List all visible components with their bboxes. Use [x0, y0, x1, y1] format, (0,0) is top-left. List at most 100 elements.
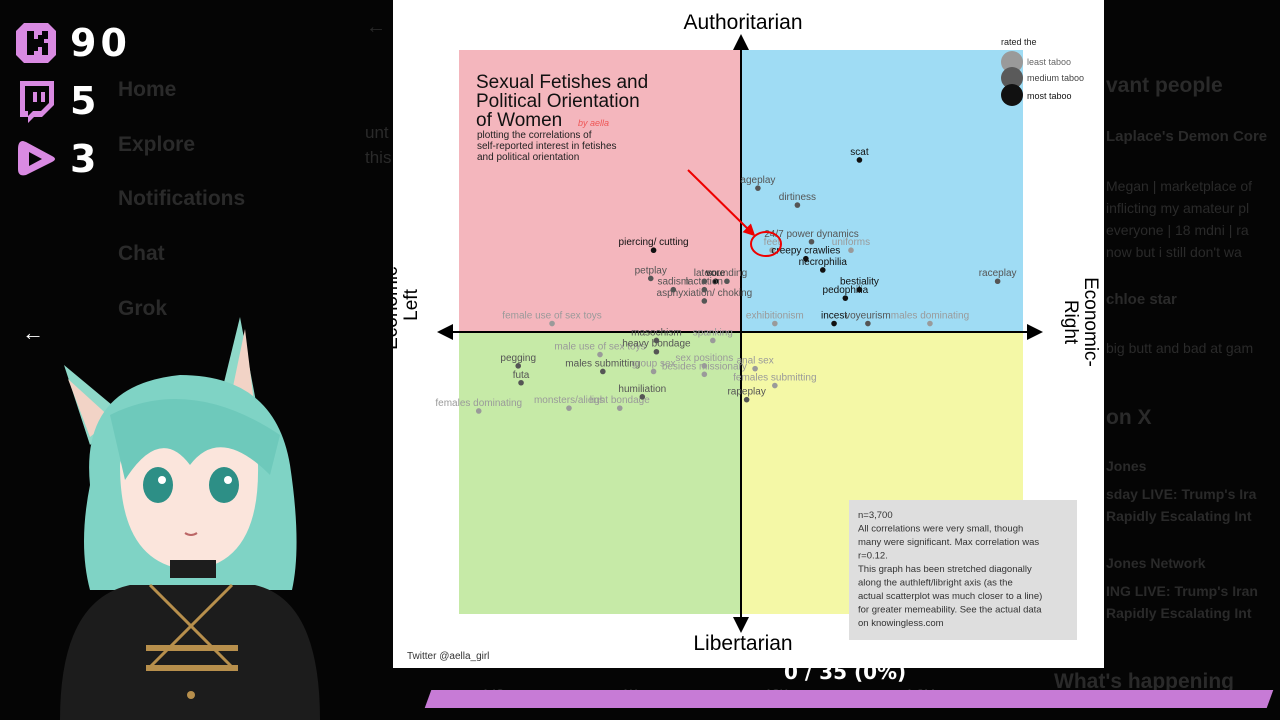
progress-fill [424, 690, 432, 708]
person-bio-1d: now but i still don't wa [1106, 244, 1242, 260]
data-label: piercing/ cutting [619, 237, 689, 248]
twitter-credit: Twitter @aella_girl [407, 651, 489, 662]
note-line: This graph has been stretched diagonally [858, 564, 1032, 575]
data-label: group sex [632, 358, 676, 369]
data-point [712, 278, 719, 285]
trend-name-2[interactable]: Jones Network [1106, 555, 1206, 571]
byline: by aella [578, 118, 609, 128]
data-label: females dominating [435, 398, 522, 409]
subtitle-line-2: self-reported interest in fetishes [477, 141, 617, 152]
twitch-icon [20, 81, 54, 123]
data-point [743, 396, 750, 403]
data-point [701, 286, 708, 293]
nav-home[interactable]: Home [118, 78, 177, 101]
data-label: uniforms [832, 237, 870, 248]
title-line-3: of Women [476, 110, 562, 131]
back-arrow-icon[interactable]: ← [22, 320, 44, 345]
title-line-1: Sexual Fetishes and [476, 72, 648, 93]
data-label: asphyxiation/ choking [657, 288, 753, 299]
data-point [701, 278, 708, 285]
back-arrow-bg[interactable]: ← [366, 16, 386, 38]
chart-title: Sexual Fetishes and Political Orientatio… [476, 72, 648, 131]
data-point [701, 363, 708, 369]
data-point [819, 267, 826, 273]
trend-text-2a: ING LIVE: Trump's Iran [1106, 583, 1258, 599]
data-label: necrophilia [799, 257, 848, 268]
red-annotation-arrow [687, 169, 756, 237]
data-point [653, 337, 660, 344]
political-compass-chart: Authoritarian Libertarian Economic-Left … [393, 0, 1104, 668]
on-x-heading: on X [1106, 406, 1152, 429]
data-point [842, 295, 849, 301]
youtube-play-icon [18, 141, 55, 176]
data-label: futa [513, 370, 530, 381]
data-label: exhibitionism [746, 311, 804, 322]
post-text-1: unt [365, 123, 389, 142]
nav-explore[interactable]: Explore [118, 133, 196, 156]
note-line: All correlations were very small, though [858, 524, 1023, 535]
notes-box [849, 500, 1077, 640]
data-label: creepy crawlies [771, 246, 840, 257]
data-point [769, 247, 775, 254]
data-point [600, 368, 606, 375]
data-label: females submitting [733, 373, 816, 384]
progress-bar [424, 690, 1274, 708]
data-point [670, 286, 677, 293]
nav-chat[interactable]: Chat [118, 242, 165, 265]
data-label: female use of sex toys [502, 311, 602, 322]
trend-text-2b: Rapidly Escalating Int [1106, 605, 1252, 621]
data-label: bestiality [840, 277, 879, 288]
data-point [865, 320, 871, 327]
axis-label-bottom: Libertarian [693, 632, 792, 655]
nav-notifications[interactable]: Notifications [118, 187, 246, 210]
whats-happening-heading: What's happening [1054, 670, 1234, 693]
data-label: male use of sex toys [554, 342, 645, 353]
data-point [653, 348, 660, 355]
legend-swatch-most [1001, 84, 1023, 106]
vtuber-avatar [60, 317, 320, 720]
trend-text-1b: Rapidly Escalating Int [1106, 508, 1252, 524]
person-name-2[interactable]: chloe star [1106, 291, 1177, 308]
relevant-heading: vant people [1106, 74, 1223, 97]
data-point [616, 405, 623, 411]
quadrant-auth-right [741, 50, 1023, 332]
data-point [808, 238, 815, 245]
data-label: sex positions [675, 353, 733, 364]
nav-grok[interactable]: Grok [118, 297, 168, 320]
data-point [650, 368, 657, 375]
data-point [724, 278, 730, 285]
data-label: petplay [635, 265, 667, 276]
legend-label-most: most taboo [1027, 91, 1072, 101]
data-point [515, 363, 522, 369]
data-label: masochism [631, 327, 682, 338]
data-label: dirtiness [779, 192, 816, 203]
data-label: voyeurism [845, 311, 891, 322]
person-name-1[interactable]: Laplace's Demon Core [1106, 128, 1268, 145]
data-label: 24/7 power dynamics [764, 229, 859, 240]
note-line: r=0.12. [858, 551, 888, 562]
kick-count: 90 [70, 21, 131, 65]
data-point [710, 337, 716, 344]
data-point [772, 382, 778, 389]
data-point [639, 394, 646, 400]
person-bio-1c: everyone | 18 mdni | ra [1106, 222, 1249, 238]
legend-label-least: least taboo [1027, 57, 1071, 67]
data-label: spanking [693, 327, 733, 338]
data-point [701, 371, 708, 378]
data-label: feet [764, 237, 781, 248]
data-label: monsters/aliens [534, 395, 604, 406]
data-label: vore [706, 268, 726, 279]
post-text-2: this [365, 148, 392, 167]
data-label: humiliation [618, 384, 666, 395]
data-point [831, 320, 837, 327]
data-label: besides missionary [662, 361, 747, 372]
data-point [752, 365, 758, 372]
data-point [475, 408, 482, 414]
trend-name-1[interactable]: Jones [1106, 458, 1147, 474]
data-point [597, 351, 603, 358]
data-label: rapeplay [727, 387, 765, 398]
legend-title: rated the [1001, 37, 1037, 47]
person-bio-1b: inflicting my amateur pl [1106, 200, 1250, 216]
